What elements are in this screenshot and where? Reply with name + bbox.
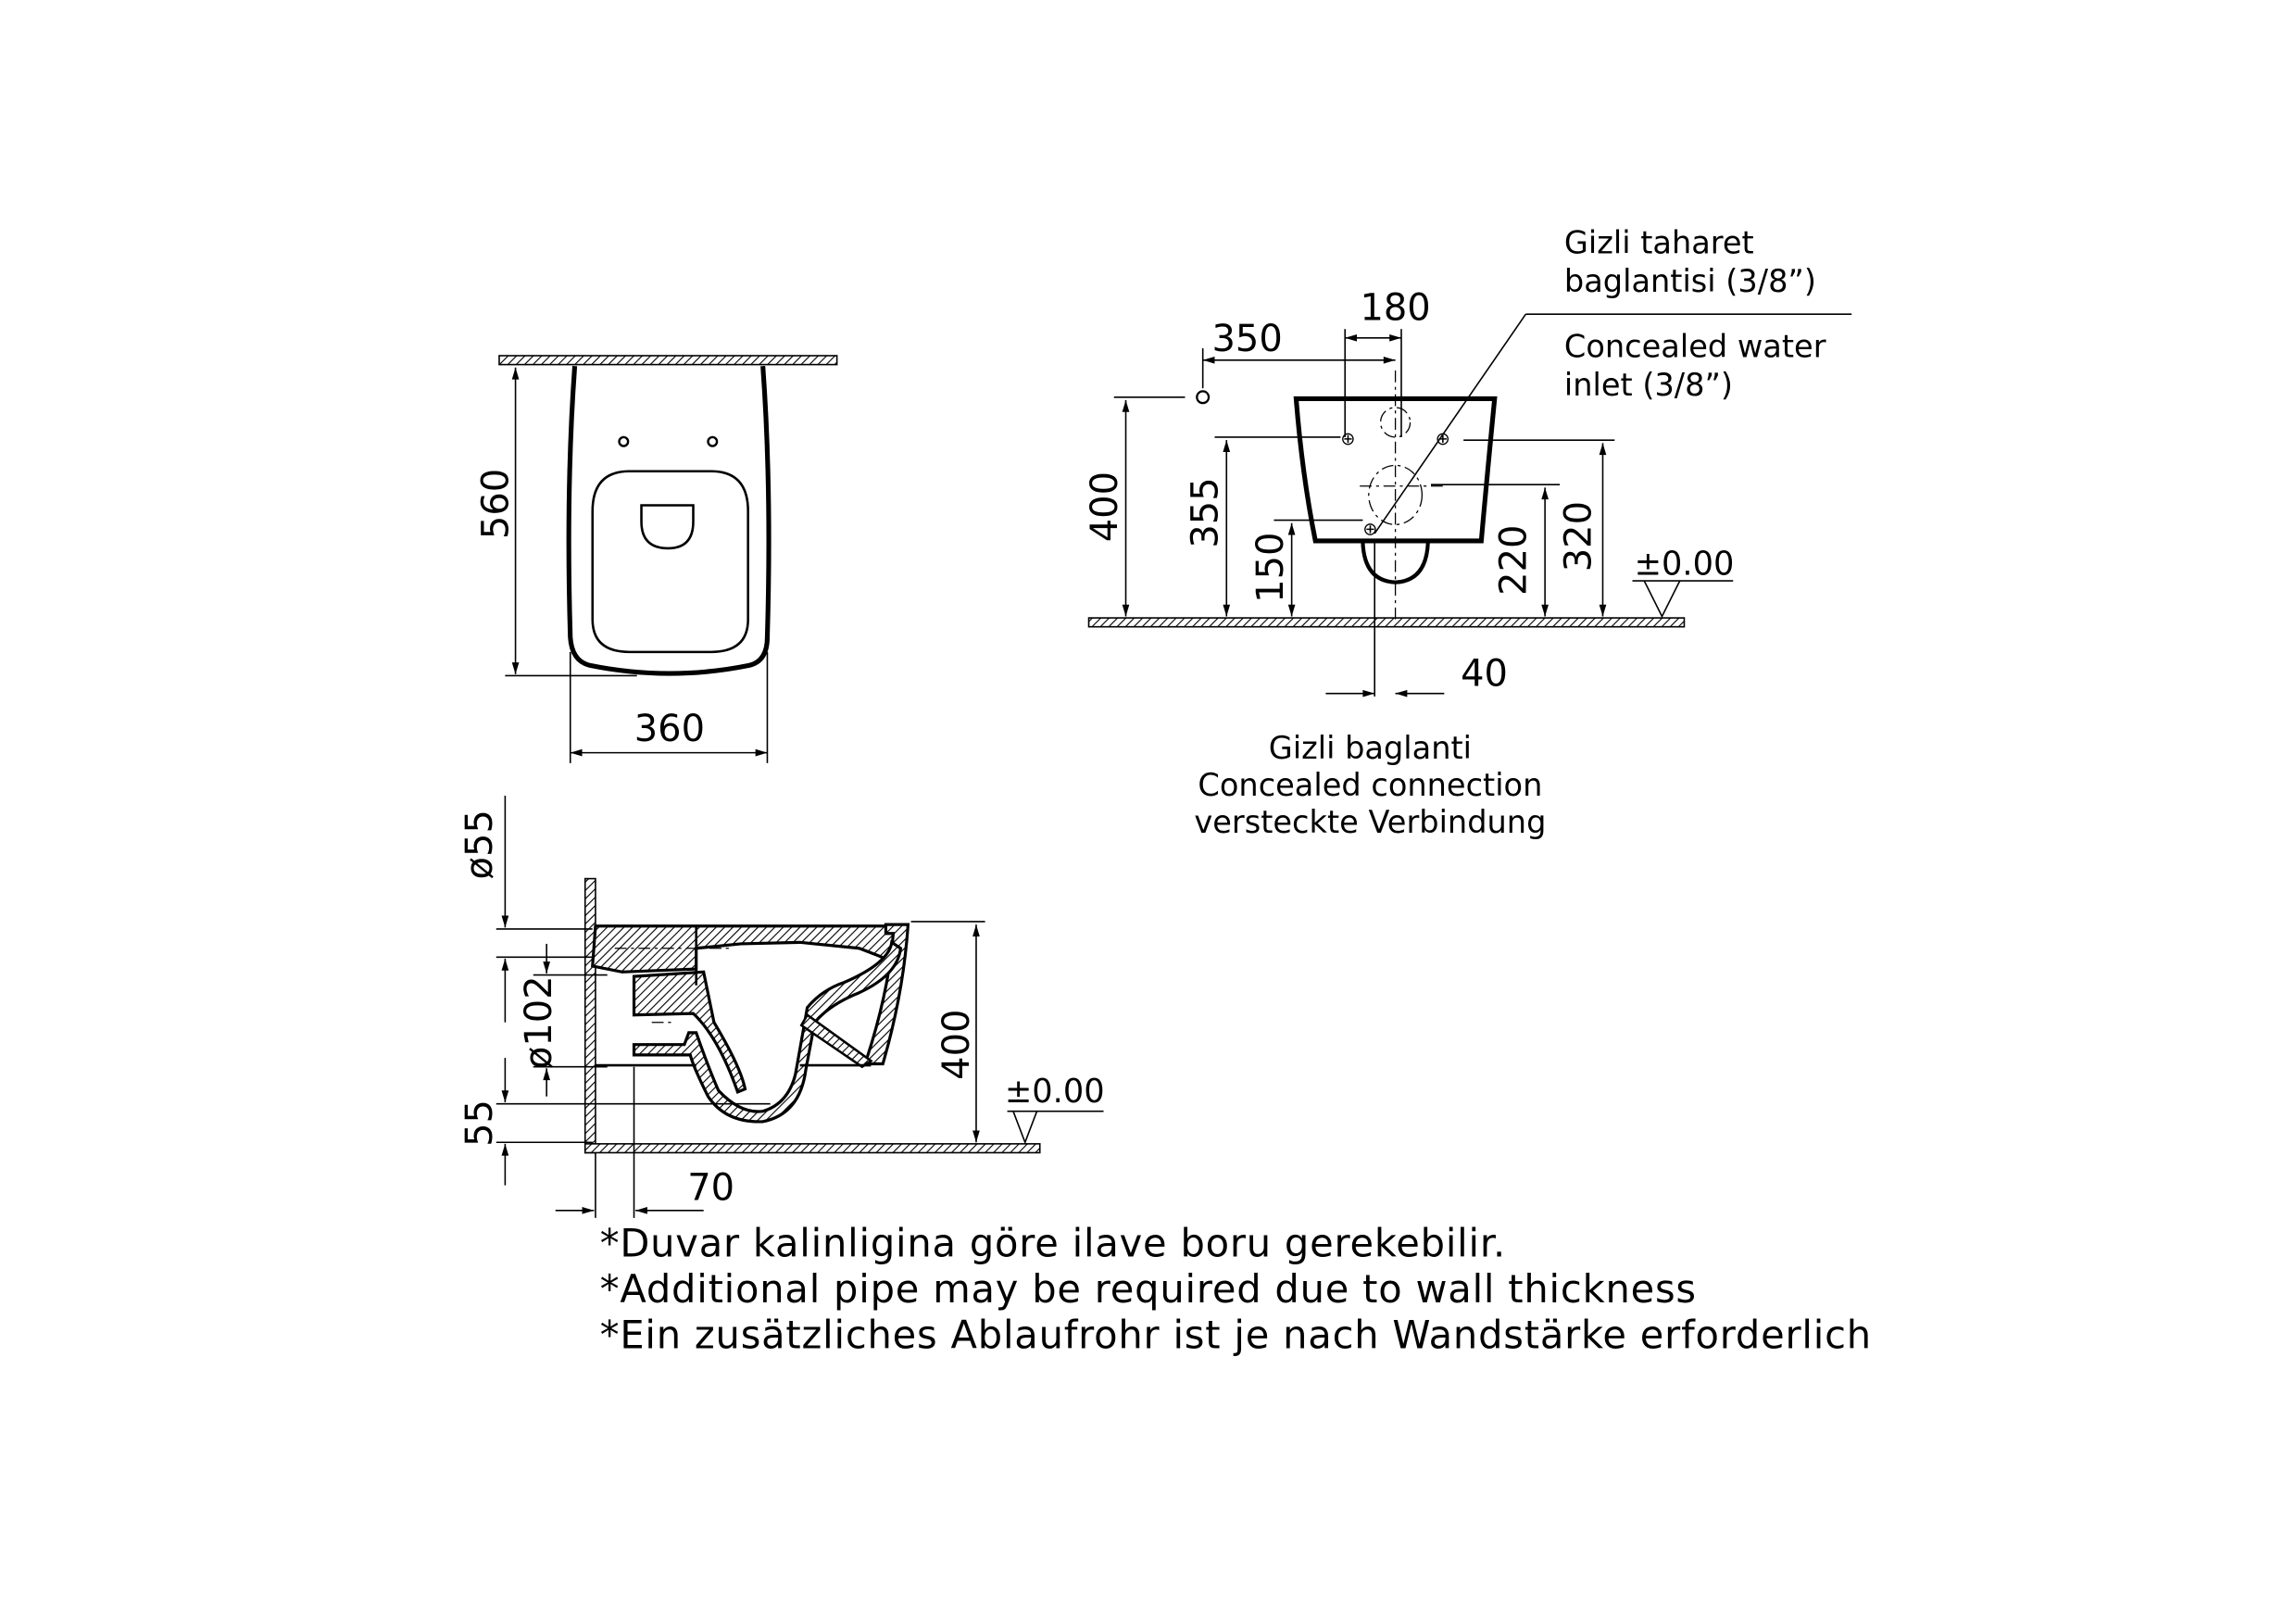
level-mark-side: ±0.00 bbox=[1005, 1073, 1105, 1111]
dim-d102: ø102 bbox=[518, 975, 560, 1069]
dim-320: 320 bbox=[1558, 501, 1600, 572]
footnotes: *Duvar kalinligina göre ilave boru gerek… bbox=[600, 1220, 1872, 1358]
wall-section-side bbox=[583, 877, 596, 1154]
floor-section bbox=[1087, 617, 1686, 628]
inlet-note-tr-2: baglantisi (3/8”) bbox=[1564, 263, 1816, 299]
inlet-note-tr-1: Gizli taharet bbox=[1564, 225, 1754, 261]
fixing-icon-right: ⊕ bbox=[1436, 428, 1450, 449]
trap-outline bbox=[1361, 542, 1430, 584]
flush-inlet bbox=[1379, 407, 1411, 438]
level-mark-front: ±0.00 bbox=[1635, 546, 1735, 584]
inlet-note-en-1: Concealed water bbox=[1564, 329, 1826, 365]
wall-section bbox=[498, 355, 838, 366]
bowl-opening bbox=[640, 504, 695, 550]
seat-hole-right bbox=[707, 435, 719, 447]
dim-40: 40 bbox=[1461, 653, 1508, 696]
top-view: 560 360 bbox=[475, 355, 838, 763]
trap-lower-section bbox=[632, 939, 903, 1124]
floor-section-side bbox=[583, 1143, 1041, 1154]
dim-70: 70 bbox=[687, 1167, 734, 1210]
dim-350: 350 bbox=[1212, 318, 1283, 360]
front-view: ⊕ ⊕ ⊕ 350 180 400 355 150 220 320 40 ±0.… bbox=[1084, 225, 1852, 840]
rib-section bbox=[799, 1012, 873, 1069]
toilet-outline-top bbox=[566, 366, 772, 676]
footnote-en: *Additional pipe may be required due to … bbox=[600, 1266, 1697, 1312]
dim-220: 220 bbox=[1492, 525, 1535, 596]
seat-outline bbox=[591, 470, 749, 654]
seat-hole-left bbox=[618, 435, 630, 447]
footnote-de: *Ein zusätzliches Ablaufrohr ist je nach… bbox=[600, 1313, 1872, 1358]
waste-outlet bbox=[1368, 464, 1424, 525]
bowl-outline-front bbox=[1293, 396, 1498, 544]
fixing-icon-left: ⊕ bbox=[1340, 428, 1355, 449]
connection-note-de: versteckte Verbindung bbox=[1194, 804, 1546, 840]
side-view: ø55 ø102 55 400 70 ±0.00 bbox=[458, 796, 1105, 1218]
footnote-tr: *Duvar kalinligina göre ilave boru gerek… bbox=[600, 1220, 1506, 1265]
dim-depth: 560 bbox=[475, 469, 518, 539]
bidet-inlet bbox=[1196, 390, 1211, 405]
dim-d55: ø55 bbox=[458, 810, 501, 879]
connection-note-tr: Gizli baglanti bbox=[1269, 730, 1472, 766]
dim-width: 360 bbox=[634, 708, 705, 750]
dim-400-side: 400 bbox=[935, 1010, 978, 1080]
dim-400-front: 400 bbox=[1084, 471, 1126, 542]
dim-150: 150 bbox=[1249, 533, 1292, 603]
dim-355: 355 bbox=[1185, 477, 1227, 547]
connection-icon: ⊕ bbox=[1362, 519, 1377, 540]
trap-upper-section bbox=[632, 970, 747, 1094]
dim-180: 180 bbox=[1360, 287, 1430, 330]
inlet-section bbox=[591, 924, 903, 974]
dim-55: 55 bbox=[458, 1100, 501, 1147]
inlet-note-en-2: inlet (3/8”) bbox=[1564, 367, 1733, 403]
connection-note-en: Concealed connection bbox=[1198, 767, 1542, 803]
